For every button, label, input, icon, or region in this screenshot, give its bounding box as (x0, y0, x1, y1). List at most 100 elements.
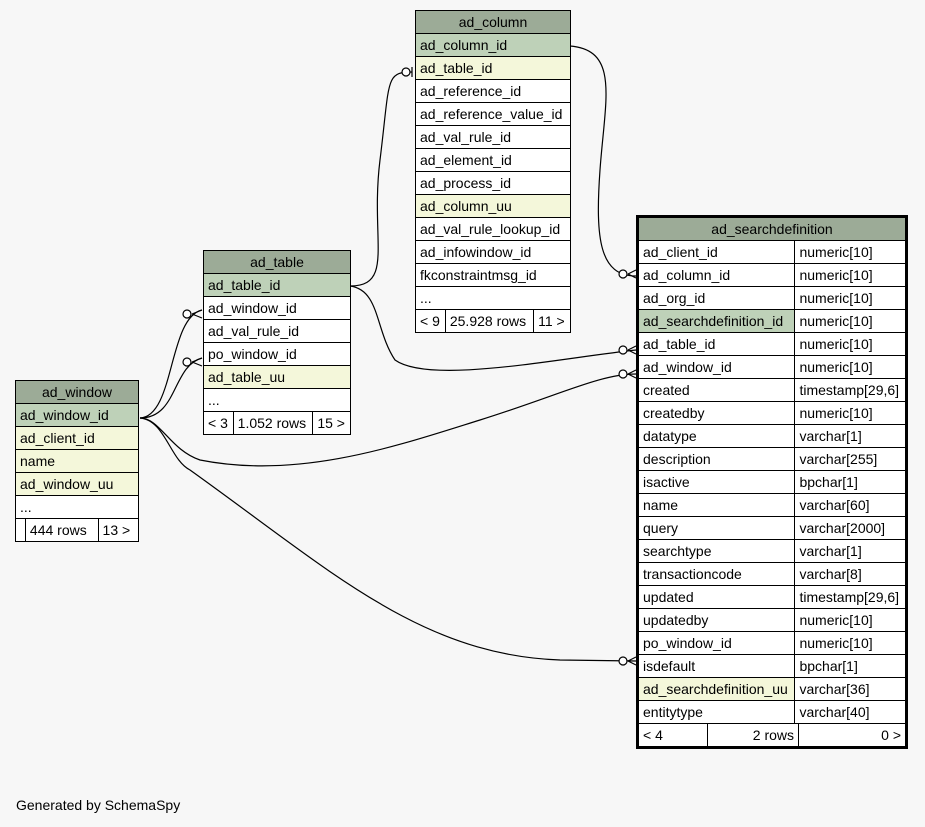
column-name[interactable]: name (636, 493, 796, 517)
column-name[interactable]: isactive (636, 470, 796, 494)
column-name[interactable]: updatedby (636, 608, 796, 632)
column-name[interactable]: isdefault (636, 654, 796, 678)
column-name[interactable]: ad_column_id (636, 263, 796, 287)
column-row[interactable]: ad_val_rule_id (415, 125, 571, 149)
column-name[interactable]: ad_val_rule_lookup_id (415, 217, 571, 241)
column-name[interactable]: datatype (636, 424, 796, 448)
column-row[interactable]: ad_infowindow_id (415, 240, 571, 264)
column-name[interactable]: createdby (636, 401, 796, 425)
column-row[interactable]: ad_val_rule_id (203, 319, 351, 343)
column-name[interactable]: ... (203, 388, 351, 412)
column-name[interactable]: ad_column_id (415, 33, 571, 57)
column-name[interactable]: name (15, 449, 139, 473)
column-name[interactable]: ad_val_rule_id (415, 125, 571, 149)
children-link[interactable]: 15 > (312, 411, 351, 435)
column-row[interactable]: ad_reference_value_id (415, 102, 571, 126)
column-row[interactable]: ... (415, 286, 571, 310)
column-name[interactable]: po_window_id (636, 631, 796, 655)
column-name[interactable]: query (636, 516, 796, 540)
column-row[interactable]: ad_val_rule_lookup_id (415, 217, 571, 241)
column-name[interactable]: ad_window_id (636, 355, 796, 379)
parents-link[interactable]: < 4 (639, 724, 708, 746)
parents-link[interactable]: < 9 (415, 309, 446, 333)
column-row[interactable]: ad_column_uu (415, 194, 571, 218)
table-title[interactable]: ad_column (415, 10, 571, 34)
column-name[interactable]: ad_window_id (15, 403, 139, 427)
column-name[interactable]: ad_table_id (203, 273, 351, 297)
column-row[interactable]: ad_table_id (203, 273, 351, 297)
column-name[interactable]: ad_searchdefinition_id (636, 309, 796, 333)
column-row[interactable]: ... (15, 495, 139, 519)
column-row[interactable]: ad_window_id (203, 296, 351, 320)
column-name[interactable]: entitytype (636, 700, 796, 724)
column-name[interactable]: fkconstraintmsg_id (415, 263, 571, 287)
column-name[interactable]: po_window_id (203, 342, 351, 366)
column-row[interactable]: ad_reference_id (415, 79, 571, 103)
column-row[interactable]: ad_table_id (415, 56, 571, 80)
column-name[interactable]: description (636, 447, 796, 471)
column-row[interactable]: ad_window_uu (15, 472, 139, 496)
column-name[interactable]: created (636, 378, 796, 402)
column-name[interactable]: ad_infowindow_id (415, 240, 571, 264)
column-name[interactable]: ... (415, 286, 571, 310)
column-row[interactable]: ad_client_id (15, 426, 139, 450)
column-name[interactable]: ad_table_id (636, 332, 796, 356)
column-name[interactable]: ad_table_uu (203, 365, 351, 389)
column-name[interactable]: ad_table_id (415, 56, 571, 80)
parents-link[interactable]: < 3 (203, 411, 234, 435)
table-title[interactable]: ad_table (203, 250, 351, 274)
column-name[interactable]: ad_column_uu (415, 194, 571, 218)
children-link[interactable]: 0 > (881, 727, 901, 743)
column-row[interactable]: ad_column_id (415, 33, 571, 57)
children-link[interactable]: 13 > (97, 518, 140, 542)
table-title[interactable]: ad_window (15, 380, 139, 404)
column-name[interactable]: updated (636, 585, 796, 609)
column-name[interactable]: ad_reference_id (415, 79, 571, 103)
column-name[interactable]: ad_client_id (636, 240, 796, 264)
column-name[interactable]: ad_val_rule_id (203, 319, 351, 343)
column-row[interactable]: fkconstraintmsg_id (415, 263, 571, 287)
column-row[interactable]: ad_process_id (415, 171, 571, 195)
column-name[interactable]: ad_org_id (636, 286, 796, 310)
column-row[interactable]: ad_element_id (415, 148, 571, 172)
children-link[interactable]: 11 > (533, 309, 571, 333)
column-name[interactable]: ad_window_uu (15, 472, 139, 496)
parents-link[interactable] (15, 518, 26, 542)
column-name[interactable]: ad_window_id (203, 296, 351, 320)
column-name[interactable]: ad_client_id (15, 426, 139, 450)
column-row[interactable]: ad_window_id (15, 403, 139, 427)
table-title[interactable]: ad_searchdefinition (637, 216, 907, 241)
column-name[interactable]: transactioncode (636, 562, 796, 586)
column-name[interactable]: ... (15, 495, 139, 519)
column-name[interactable]: ad_searchdefinition_uu (636, 677, 796, 701)
column-name[interactable]: ad_element_id (415, 148, 571, 172)
column-name[interactable]: ad_process_id (415, 171, 571, 195)
column-row[interactable]: name (15, 449, 139, 473)
column-row[interactable]: ... (203, 388, 351, 412)
